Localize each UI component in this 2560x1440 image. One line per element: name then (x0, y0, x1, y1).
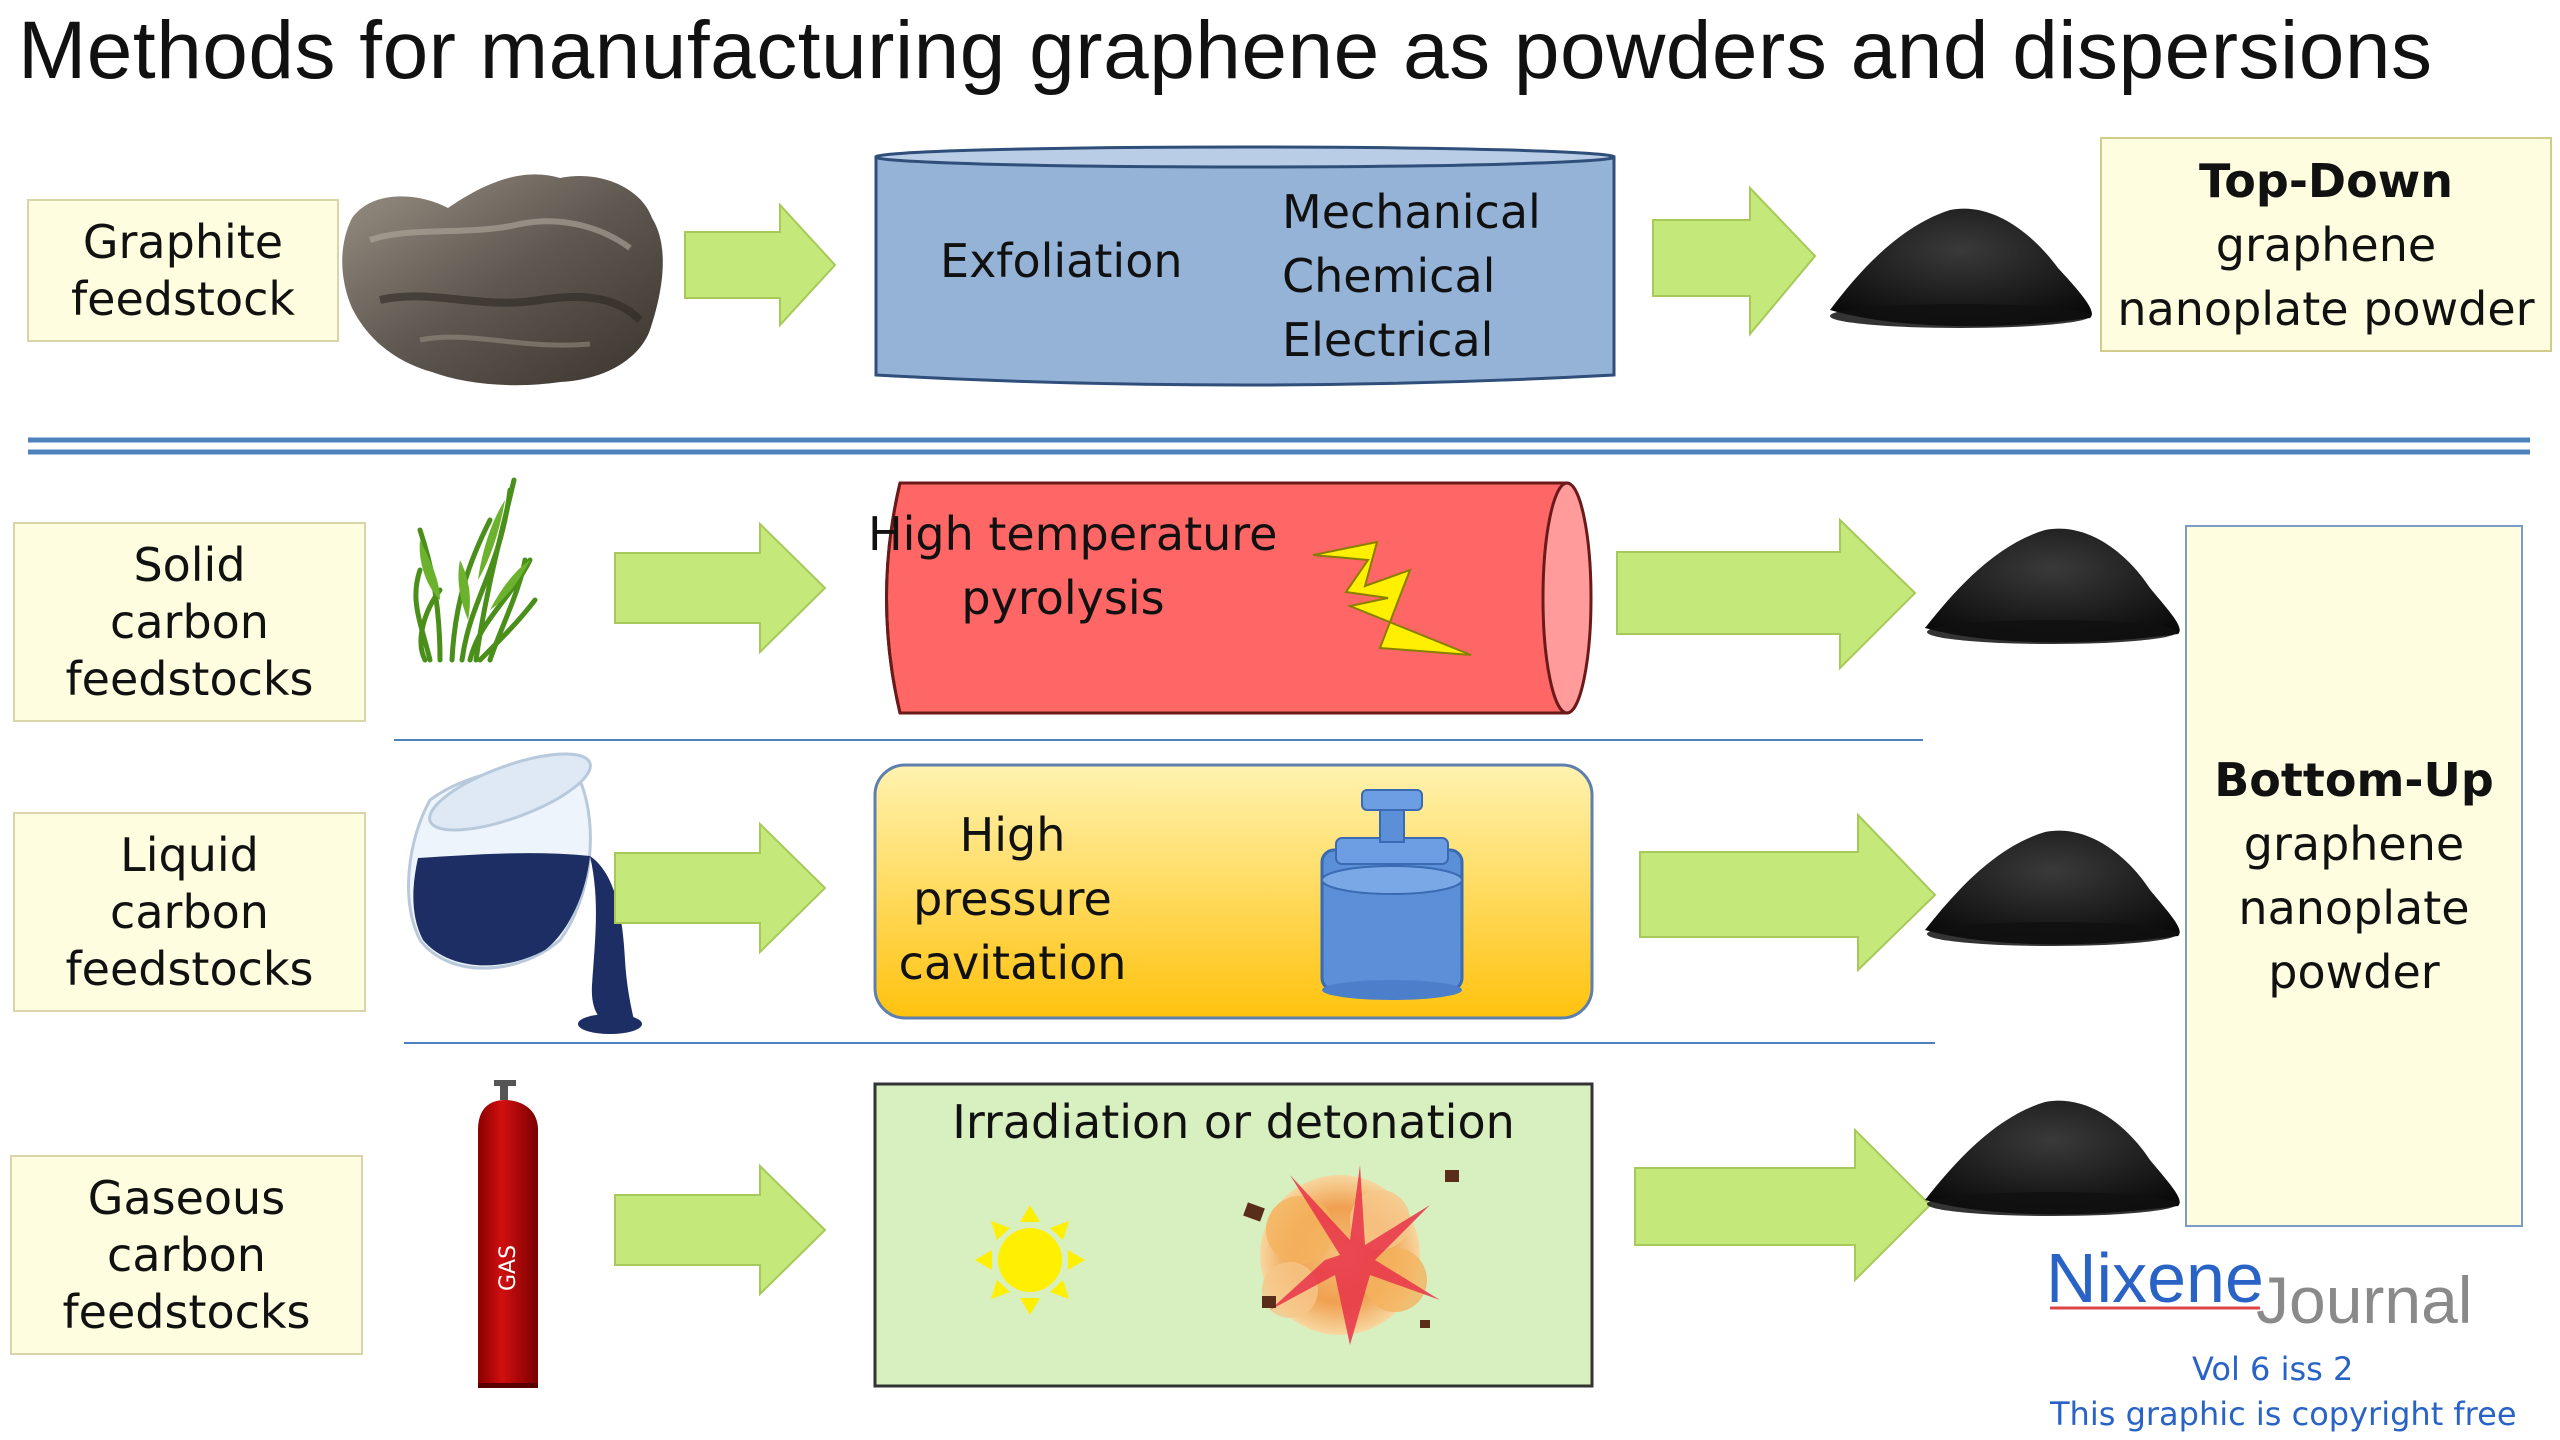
bottom-up-result-box: Bottom-Up graphene nanoplate powder (2185, 525, 2523, 1227)
gaseous-feedstock-line: feedstocks (62, 1284, 311, 1339)
gaseous-feedstock-label: Gaseous carbon feedstocks (10, 1155, 363, 1355)
solid-feedstock-line: feedstocks (65, 651, 314, 706)
pyrolysis-cylinder (885, 481, 1593, 715)
graphene-powder-icon (1925, 528, 2180, 644)
bottom-up-line: graphene (2243, 817, 2465, 871)
gas-cylinder-label: GAS (495, 1244, 521, 1292)
issue-label: Vol 6 iss 2 (2192, 1350, 2354, 1388)
liquid-feedstock-label: Liquid carbon feedstocks (13, 812, 366, 1012)
brand-name: Nixene (2046, 1239, 2264, 1317)
plant-leaves-icon (419, 500, 530, 620)
solid-feedstock-line: Solid (133, 537, 246, 592)
cavitation-line: pressure (913, 872, 1112, 926)
sun-icon (975, 1205, 1085, 1315)
pyrolysis-line: High temperature (868, 507, 1278, 561)
exfoliation-label: Exfoliation (940, 234, 1183, 288)
liquid-feedstock-line: carbon (110, 884, 269, 939)
arrow-exfoliation-to-powder (1652, 185, 1817, 337)
arrow-irradiation-to-powder (1634, 1127, 1932, 1283)
graphene-powder-icon (1925, 1100, 2180, 1216)
pyrolysis-line: pyrolysis (961, 571, 1165, 625)
pyrolysis-label: High temperature pyrolysis (868, 502, 1278, 630)
gaseous-feedstock-line: Gaseous (87, 1170, 286, 1225)
arrow-gas-to-irradiation (614, 1163, 827, 1297)
top-down-line: nanoplate powder (2117, 281, 2535, 336)
graphene-powder-icon (1925, 830, 2180, 946)
brand-suffix: Journal (2256, 1263, 2473, 1337)
copyright-notice: This graphic is copyright free (2050, 1395, 2517, 1433)
arrow-pyrolysis-to-powder (1616, 517, 1917, 671)
graphene-powder-icon (1830, 208, 2092, 328)
cavitation-line: cavitation (898, 936, 1127, 990)
irradiation-box (873, 1082, 1594, 1388)
graphite-feedstock-line: feedstock (70, 271, 296, 326)
pressure-vessel-icon (1320, 789, 1464, 1000)
liquid-feedstock-line: Liquid (120, 827, 259, 882)
arrow-cavitation-to-powder (1639, 812, 1937, 973)
exfoliation-methods: Mechanical Chemical Electrical (1282, 180, 1541, 372)
exfoliation-tank (874, 145, 1616, 387)
solid-feedstock-label: Solid carbon feedstocks (13, 522, 366, 722)
bottom-up-title: Bottom-Up (2214, 753, 2494, 807)
solid-feedstock-line: carbon (110, 594, 269, 649)
diagram-title: Methods for manufacturing graphene as po… (18, 5, 2433, 96)
graphite-feedstock-line: Graphite (82, 214, 284, 269)
bottom-up-line: nanoplate (2238, 881, 2470, 935)
lightning-icon (1312, 540, 1472, 656)
pouring-beaker-icon (407, 752, 642, 1034)
cavitation-line: High (959, 808, 1066, 862)
irradiation-label: Irradiation or detonation (952, 1095, 1515, 1149)
graphite-rock-icon (342, 174, 663, 386)
gas-cylinder-icon (478, 1080, 538, 1388)
top-down-line: graphene (2215, 217, 2437, 272)
top-down-result-box: Top-Down graphene nanoplate powder (2100, 137, 2552, 352)
bottom-up-line: powder (2268, 945, 2440, 999)
arrow-liquid-to-cavitation (614, 821, 827, 955)
graphite-feedstock-label: Graphite feedstock (27, 199, 339, 342)
method-chemical: Chemical (1282, 249, 1496, 303)
top-down-title: Top-Down (2199, 153, 2453, 208)
arrow-graphite-to-exfoliation (684, 202, 837, 328)
liquid-feedstock-line: feedstocks (65, 941, 314, 996)
explosion-icon (1243, 1165, 1459, 1345)
method-mechanical: Mechanical (1282, 185, 1541, 239)
gaseous-feedstock-line: carbon (107, 1227, 266, 1282)
arrow-solid-to-pyrolysis (614, 521, 827, 655)
method-electrical: Electrical (1282, 313, 1494, 367)
cavitation-label: High pressure cavitation (895, 803, 1130, 995)
